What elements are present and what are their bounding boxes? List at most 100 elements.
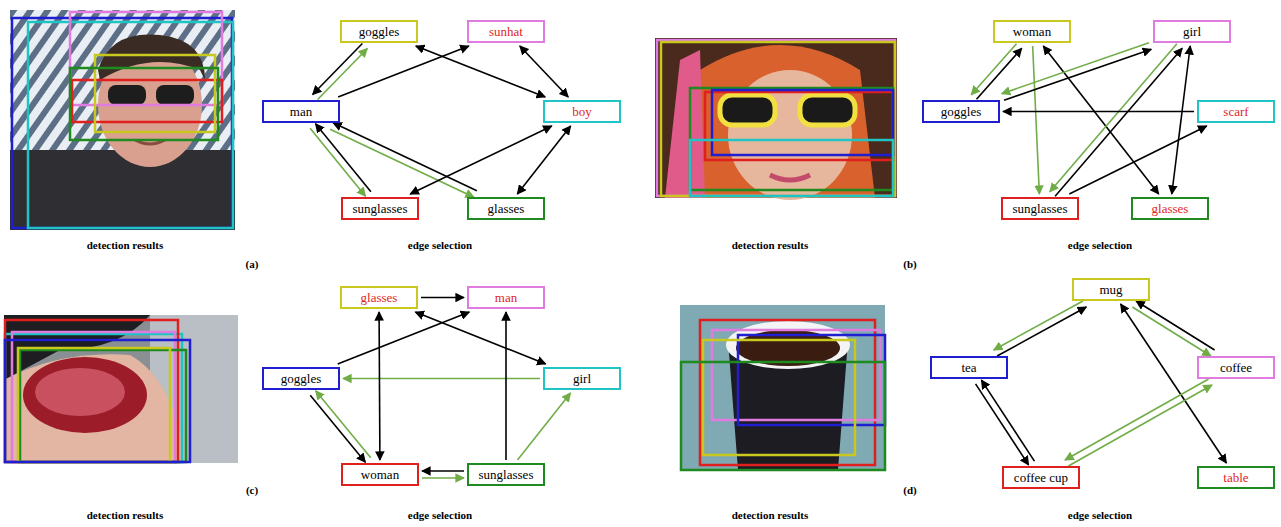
edge-arrow: [333, 123, 477, 191]
node-label: sunhat: [489, 23, 523, 41]
label-box: glasses: [467, 197, 545, 220]
edge-arrow: [971, 44, 1016, 95]
edge-arrow: [997, 307, 1086, 356]
caption-label: edge selection: [408, 239, 472, 251]
node-label: glasses: [1152, 200, 1189, 218]
edge-arrow: [318, 48, 368, 99]
label-box: woman: [993, 20, 1071, 43]
edge-arrow: [976, 48, 1021, 99]
edge-arrow: [416, 46, 545, 97]
edge-arrow: [520, 46, 568, 97]
edge-arrow: [1065, 379, 1209, 460]
node-label: sunglasses: [1013, 200, 1068, 218]
label-box: tea: [930, 356, 1008, 379]
node-label: girl: [1183, 23, 1201, 41]
label-box: woman: [341, 463, 419, 486]
edge-arrow: [421, 297, 464, 299]
caption-label: (a): [246, 258, 259, 270]
label-box: girl: [1153, 20, 1231, 43]
caption-label: edge selection: [408, 509, 472, 521]
edge-arrow: [1055, 48, 1182, 196]
caption-label: detection results: [87, 239, 163, 251]
label-box: sunglasses: [341, 197, 419, 220]
edge-arrow: [1172, 46, 1190, 194]
edge-arrow: [1043, 46, 1158, 194]
node-label: goggles: [359, 23, 399, 41]
edge-arrow: [316, 391, 371, 458]
node-label: glasses: [361, 289, 398, 307]
node-label: coffee cup: [1014, 469, 1068, 487]
edge-arrow: [505, 312, 507, 460]
label-box: sunhat: [467, 20, 545, 43]
edge-arrow: [410, 126, 552, 194]
node-label: scarf: [1223, 103, 1248, 121]
edge-arrow: [422, 470, 464, 472]
caption-label: detection results: [87, 509, 163, 521]
node-label: mug: [1099, 281, 1122, 299]
label-box: goggles: [340, 20, 418, 43]
label-box: man: [262, 100, 340, 123]
caption-label: detection results: [732, 509, 808, 521]
edge-arrow: [994, 301, 1083, 350]
node-label: woman: [1013, 23, 1051, 41]
label-box: glasses: [1131, 197, 1209, 220]
edge-arrow: [338, 312, 470, 364]
node-label: goggles: [281, 370, 321, 388]
caption-label: edge selection: [1068, 239, 1132, 251]
node-label: boy: [572, 103, 592, 121]
edge-arrow: [1121, 304, 1227, 463]
edge-arrow: [517, 126, 570, 194]
node-label: goggles: [941, 103, 981, 121]
node-label: girl: [573, 370, 591, 388]
edge-arrow: [310, 128, 365, 196]
node-label: sunglasses: [479, 466, 534, 484]
edge-arrow: [981, 380, 1034, 461]
edge-arrow: [338, 46, 469, 97]
node-label: sunglasses: [353, 200, 408, 218]
caption-label: detection results: [732, 239, 808, 251]
edge-arrow: [1069, 126, 1206, 194]
node-label: man: [495, 289, 517, 307]
label-box: girl: [543, 367, 621, 390]
label-box: man: [467, 286, 545, 309]
node-label: man: [290, 103, 312, 121]
label-box: glasses: [340, 286, 418, 309]
caption-label: (b): [903, 258, 916, 270]
caption-label: edge selection: [1068, 509, 1132, 521]
edge-arrow: [1003, 111, 1194, 113]
edge-arrow: [422, 477, 464, 479]
label-box: goggles: [262, 367, 340, 390]
label-box: scarf: [1197, 100, 1275, 123]
caption-label: (d): [903, 484, 916, 496]
edge-arrow: [1004, 49, 1151, 100]
edge-arrow: [517, 393, 570, 460]
edge-arrow: [976, 384, 1029, 465]
caption-label: (c): [246, 484, 258, 496]
label-box: goggles: [922, 100, 1000, 123]
edge-arrow: [1050, 44, 1177, 192]
edge-arrow: [415, 312, 545, 364]
node-label: tea: [961, 359, 976, 377]
label-box: boy: [543, 100, 621, 123]
label-box: table: [1197, 466, 1275, 489]
node-label: woman: [361, 466, 399, 484]
edge-arrow: [1132, 307, 1211, 356]
edge-arrow: [343, 378, 540, 380]
node-label: table: [1223, 469, 1248, 487]
label-box: coffee: [1197, 356, 1275, 379]
label-box: mug: [1072, 278, 1150, 301]
edge-arrow: [1033, 46, 1040, 194]
edge-arrow: [313, 44, 363, 95]
edge-arrow: [378, 312, 380, 460]
edge-arrow: [1068, 385, 1212, 466]
label-box: sunglasses: [467, 463, 545, 486]
label-box: sunglasses: [1001, 197, 1079, 220]
node-label: coffee: [1220, 359, 1252, 377]
edge-arrow: [1002, 43, 1149, 94]
edge-arrow: [1136, 301, 1215, 350]
edge-arrow: [330, 129, 474, 197]
label-box: coffee cup: [1002, 466, 1080, 489]
